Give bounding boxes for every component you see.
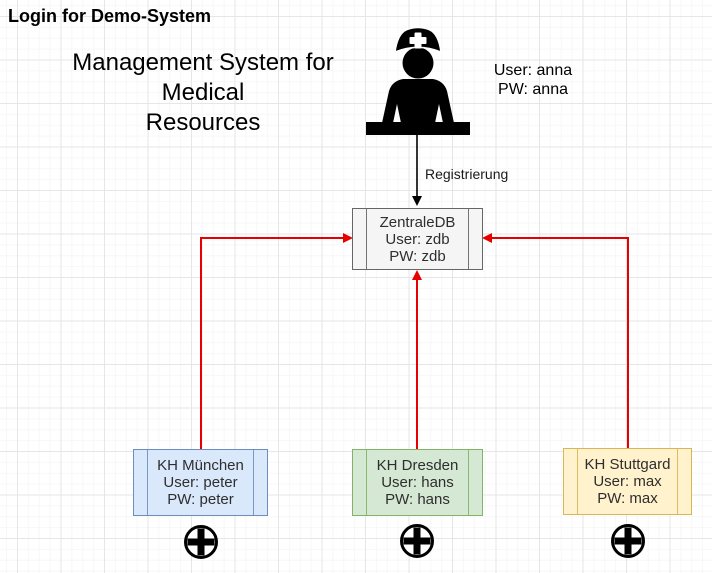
registration-arrow-label: Registrierung xyxy=(425,166,509,182)
registration-arrowhead-icon xyxy=(412,196,422,206)
registrar-user: User: anna xyxy=(493,62,573,79)
hospital-plus-icon xyxy=(400,524,434,558)
diagram-subtitle: Management System for Medical Resources xyxy=(28,48,378,138)
hospital-plus-icon xyxy=(184,525,218,559)
kh-dresden-user: User: hans xyxy=(381,474,454,491)
zentraledb-user: User: zdb xyxy=(385,230,450,248)
kh-stuttgard-title: KH Stuttgard xyxy=(584,456,671,473)
subtitle-line-2: Resources xyxy=(145,109,261,136)
page-title: Login for Demo-System xyxy=(8,6,212,26)
nurse-body xyxy=(382,79,454,123)
kh-stuttgard-user: User: max xyxy=(593,473,662,490)
kh-muenchen-title: KH München xyxy=(157,457,244,474)
hospital-plus-icon xyxy=(611,524,645,558)
zentraledb-title: ZentraleDB xyxy=(379,213,456,231)
node-kh-muenchen: KH München User: peter PW: peter xyxy=(133,449,268,516)
registrar-password: PW: anna xyxy=(498,81,568,98)
cap-cross-icon xyxy=(409,37,427,44)
dresden-arrowhead-icon xyxy=(412,270,422,280)
kh-dresden-password: PW: hans xyxy=(385,491,450,508)
node-kh-dresden: KH Dresden User: hans PW: hans xyxy=(352,449,483,516)
zentraledb-password: PW: zdb xyxy=(389,247,446,265)
kh-muenchen-password: PW: peter xyxy=(167,491,234,508)
kh-stuttgard-password: PW: max xyxy=(597,490,658,507)
node-zentraledb: ZentraleDB User: zdb PW: zdb xyxy=(352,208,483,270)
registrar-credentials: User: anna PW: anna xyxy=(486,61,580,99)
node-kh-stuttgard: KH Stuttgard User: max PW: max xyxy=(563,448,692,515)
nurse-icon xyxy=(366,26,470,135)
stuttgard-to-db-connector xyxy=(491,237,629,448)
muenchen-to-db-connector xyxy=(200,237,344,449)
reception-desk xyxy=(366,122,470,135)
stuttgard-arrowhead-icon xyxy=(482,233,492,243)
kh-dresden-title: KH Dresden xyxy=(376,457,459,474)
subtitle-line-1: Management System for Medical xyxy=(72,49,334,106)
kh-muenchen-user: User: peter xyxy=(163,474,238,491)
